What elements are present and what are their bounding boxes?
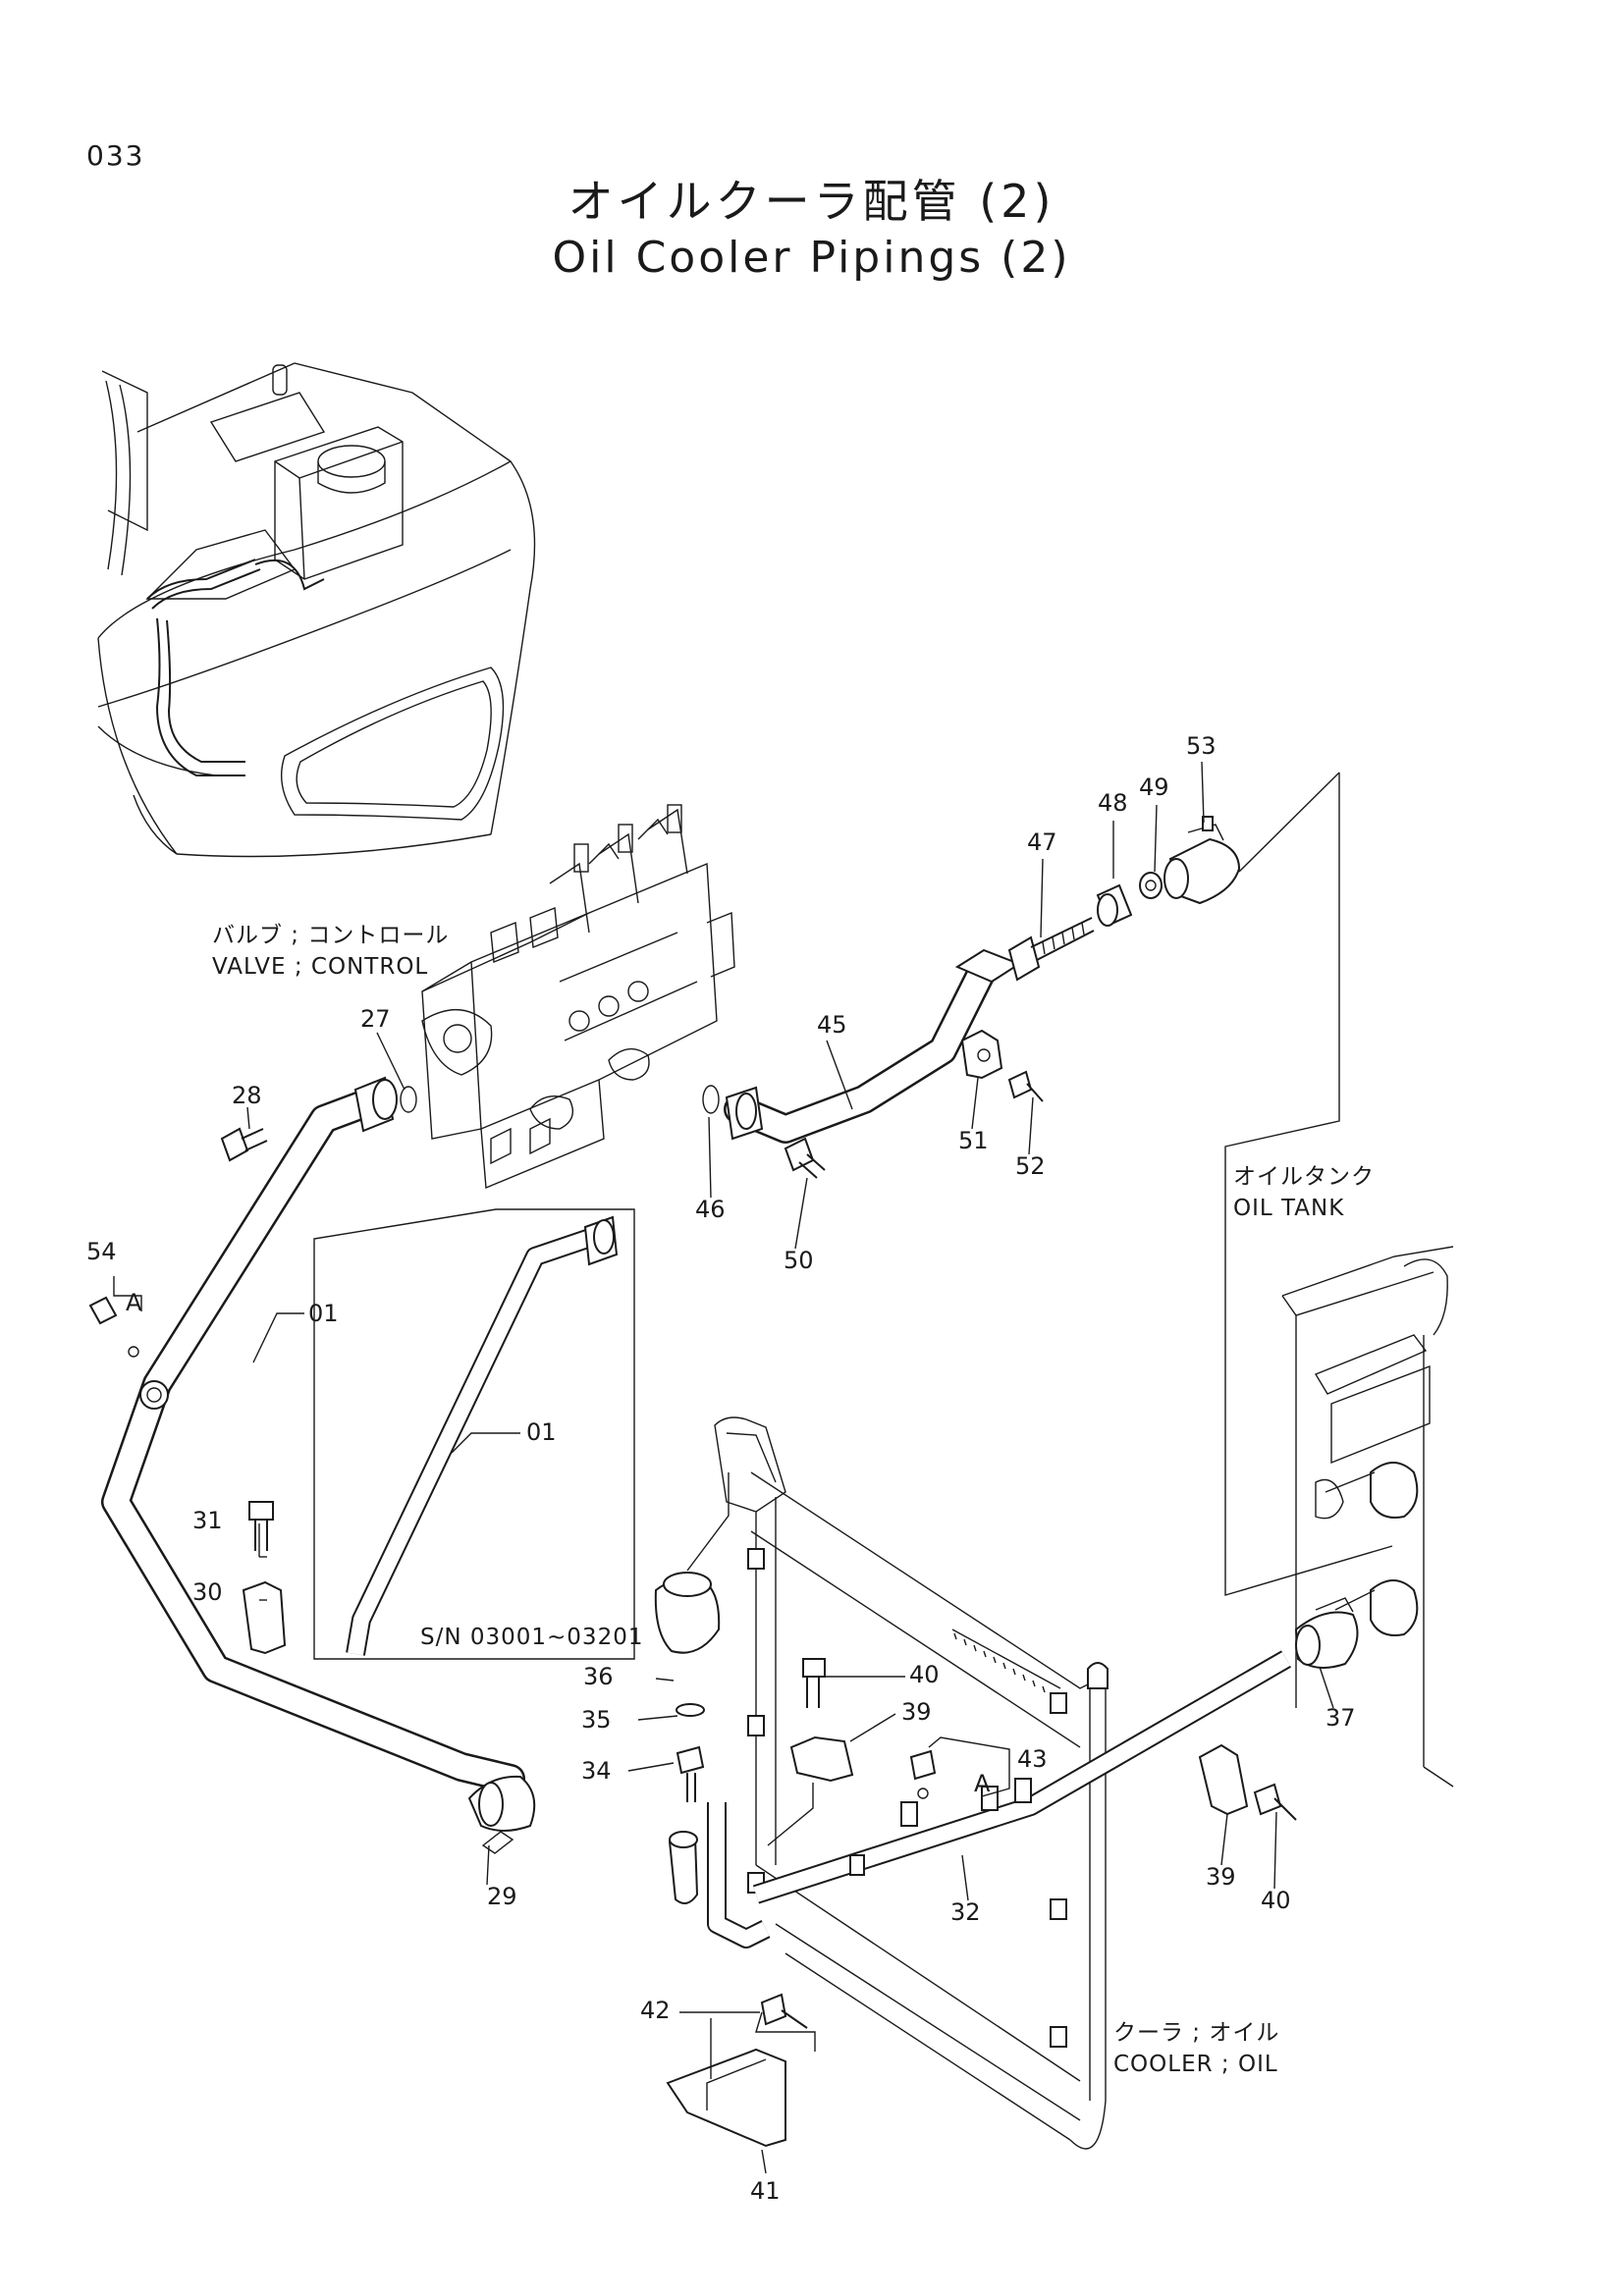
o-ring-46 (702, 1085, 720, 1114)
pipe-01 (101, 1076, 525, 1793)
label-46: 46 (695, 1196, 726, 1223)
label-39-right: 39 (1206, 1863, 1236, 1891)
label-36: 36 (583, 1663, 614, 1690)
cooler-caption-en: COOLER ; OIL (1113, 2052, 1278, 2077)
tank-caption-en: OIL TANK (1233, 1196, 1344, 1221)
bracket-39-bolt-40-right (1198, 1743, 1297, 1821)
leader-50-tank (1238, 772, 1340, 873)
leader-lines (113, 761, 1334, 2174)
label-50: 53 (1186, 732, 1217, 760)
cap-54 (88, 1296, 139, 1358)
o-ring-27 (400, 1086, 417, 1113)
bracket-41-bolt-42 (666, 1993, 816, 2148)
title-block: オイルクーラ配管 (2) Oil Cooler Pipings (2) (0, 173, 1623, 287)
fittings-34-36 (654, 1472, 730, 1802)
label-47: 47 (1027, 828, 1057, 856)
label-35: 35 (581, 1706, 612, 1734)
label-32: 32 (950, 1898, 981, 1926)
control-valve-illustration (421, 804, 735, 1190)
label-40-right: 40 (1261, 1887, 1291, 1914)
label-28: 28 (232, 1082, 262, 1109)
label-43: 43 (1017, 1745, 1048, 1773)
oil-cooler-illustration (714, 1416, 1109, 2150)
mark-a-left: A (126, 1289, 142, 1316)
title-japanese: オイルクーラ配管 (2) (568, 175, 1055, 228)
label-39-center: 39 (901, 1698, 932, 1726)
captions: バルブ ; コントロール VALVE ; CONTROL オイルタンク OIL … (212, 923, 1375, 2077)
bolt-51 (784, 1137, 826, 1179)
leader-box-tank (1224, 773, 1393, 1596)
serial-range-caption: S/N 03001~03201 (420, 1625, 643, 1650)
label-30: 30 (192, 1578, 223, 1606)
oil-tank-illustration (1281, 1246, 1454, 1788)
plug-43 (909, 1749, 937, 1799)
part-labels: 27 28 54 01 01 31 30 29 36 35 34 40 39 4… (86, 732, 1356, 2205)
machine-overview-illustration (97, 362, 536, 858)
label-53: 52 (1015, 1152, 1046, 1180)
label-49: 49 (1139, 774, 1169, 801)
title-english: Oil Cooler Pipings (2) (552, 233, 1071, 283)
label-31: 31 (192, 1507, 223, 1534)
fittings-47-50 (1007, 816, 1241, 982)
label-45: 45 (817, 1011, 847, 1039)
mark-a-center: A (974, 1770, 991, 1797)
valve-caption-en: VALVE ; CONTROL (212, 954, 428, 980)
label-42: 42 (640, 1997, 671, 2024)
label-51: 50 (784, 1247, 814, 1274)
bolt-28 (220, 1127, 268, 1162)
tank-caption-jp: オイルタンク (1233, 1164, 1375, 1190)
label-40-center: 40 (909, 1661, 940, 1688)
label-01-main: 01 (308, 1300, 339, 1327)
label-37: 37 (1325, 1704, 1356, 1732)
clamp-37 (1294, 1597, 1359, 1669)
bracket-39-bolt-40-center (767, 1658, 854, 1846)
bolt-31-bracket-30 (242, 1501, 287, 1655)
label-41: 41 (750, 2177, 781, 2205)
label-27: 27 (360, 1005, 391, 1033)
valve-caption-jp: バルブ ; コントロール (212, 923, 449, 948)
label-48: 48 (1098, 789, 1128, 817)
label-01-inset: 01 (526, 1418, 557, 1446)
label-54: 54 (86, 1238, 117, 1265)
pipe-32 (668, 1650, 1291, 1949)
label-34: 34 (581, 1757, 612, 1785)
serial-inset-box (313, 1208, 635, 1660)
label-29: 29 (487, 1883, 517, 1910)
cooler-caption-jp: クーラ ; オイル (1113, 2020, 1279, 2046)
page-number: 033 (86, 139, 145, 172)
clamp-29 (467, 1775, 536, 1854)
bracket-52 (960, 1029, 1044, 1102)
label-52: 51 (958, 1127, 989, 1154)
pipe-45 (724, 948, 1022, 1144)
